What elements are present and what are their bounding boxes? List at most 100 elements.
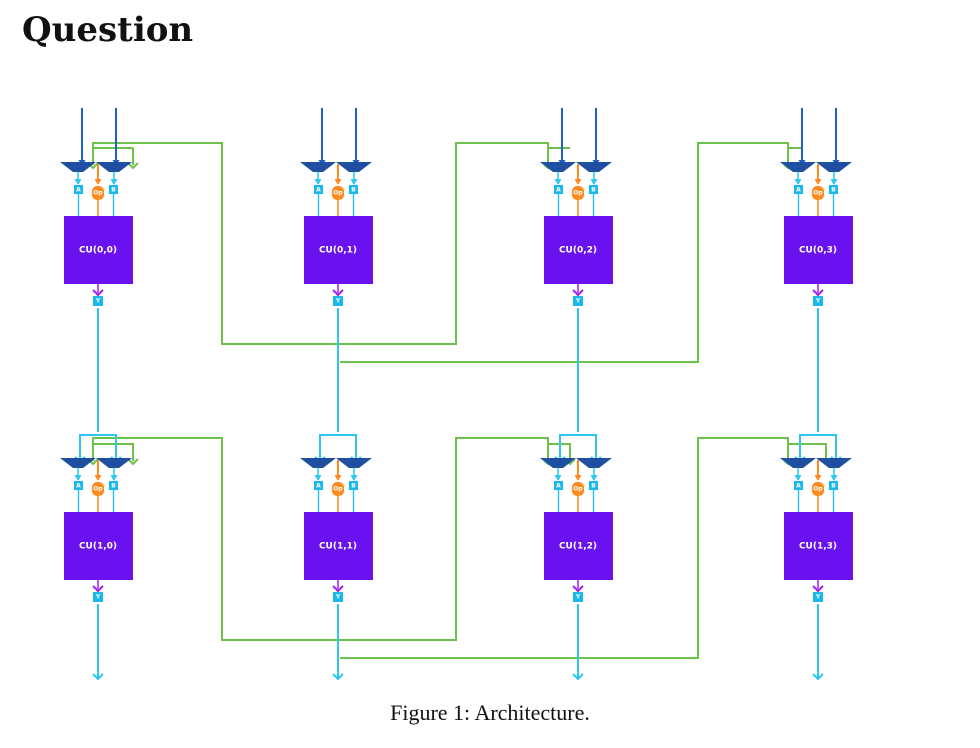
mux-icon	[780, 162, 816, 172]
port-b-label: B	[351, 483, 356, 490]
port-y-label: Y	[95, 594, 101, 601]
port-a-label: A	[76, 483, 81, 490]
port-b-label: B	[351, 187, 356, 194]
mux-icon	[576, 162, 612, 172]
port-y-label: Y	[335, 594, 341, 601]
port-y-label: Y	[815, 594, 821, 601]
output-split-wire	[559, 434, 597, 462]
compute-unit-label: CU(0,1)	[319, 246, 357, 256]
compute-unit-label: CU(0,3)	[799, 246, 837, 256]
port-b-label: B	[111, 483, 116, 490]
port-a	[554, 185, 563, 194]
port-op	[572, 482, 584, 496]
port-op-label: Op	[333, 486, 343, 493]
port-y	[93, 296, 103, 306]
port-y	[333, 296, 343, 306]
output-split-wire	[79, 434, 117, 462]
compute-unit	[64, 216, 133, 284]
port-b-label: B	[111, 187, 116, 194]
port-a	[74, 185, 83, 194]
op-input-arrow	[334, 179, 342, 185]
port-op	[92, 482, 104, 496]
mux-output-arrow	[590, 179, 598, 185]
port-y-label: Y	[815, 298, 821, 305]
feedback-wire	[93, 443, 134, 461]
figure-caption: Figure 1: Architecture.	[390, 700, 590, 725]
mux-icon	[576, 458, 612, 468]
port-a	[794, 185, 803, 194]
port-a-label: A	[316, 187, 321, 194]
port-a-label: A	[556, 483, 561, 490]
mux-icon	[816, 162, 852, 172]
compute-unit	[784, 216, 853, 284]
port-a	[554, 481, 563, 490]
port-b	[829, 185, 838, 194]
port-y-label: Y	[575, 594, 581, 601]
mux-icon	[300, 162, 336, 172]
feedback-wire	[548, 443, 571, 461]
output-arrow-icon	[812, 673, 824, 681]
port-op-label: Op	[333, 190, 343, 197]
unit-output-arrow	[332, 585, 344, 593]
compute-unit-label: CU(1,1)	[319, 542, 357, 552]
port-y	[573, 592, 583, 602]
unit-output-arrow	[92, 289, 104, 297]
unit-output-arrow	[92, 585, 104, 593]
mux-output-arrow	[74, 475, 82, 481]
port-b	[349, 185, 358, 194]
port-b-label: B	[831, 187, 836, 194]
port-y	[813, 592, 823, 602]
port-b	[589, 185, 598, 194]
port-b	[829, 481, 838, 490]
compute-unit	[304, 216, 373, 284]
mux-output-arrow	[590, 475, 598, 481]
port-op	[812, 482, 824, 496]
port-op-label: Op	[93, 486, 103, 493]
mux-output-arrow	[554, 475, 562, 481]
port-a	[74, 481, 83, 490]
port-op	[332, 186, 344, 200]
mux-output-arrow	[350, 179, 358, 185]
port-a	[314, 481, 323, 490]
port-a	[794, 481, 803, 490]
port-a-label: A	[316, 483, 321, 490]
output-split-wire	[799, 434, 837, 462]
compute-unit-label: CU(1,0)	[79, 542, 117, 552]
port-a-label: A	[796, 483, 801, 490]
mux-icon	[336, 458, 372, 468]
op-input-arrow	[814, 179, 822, 185]
mux-output-arrow	[314, 179, 322, 185]
compute-unit-label: CU(1,3)	[799, 542, 837, 552]
mux-output-arrow	[110, 179, 118, 185]
port-y	[813, 296, 823, 306]
port-op-label: Op	[93, 190, 103, 197]
port-a-label: A	[796, 187, 801, 194]
mux-icon	[780, 458, 816, 468]
mux-output-arrow	[314, 475, 322, 481]
mux-icon	[60, 458, 96, 468]
mux-icon	[540, 162, 576, 172]
mux-icon	[60, 162, 96, 172]
mux-icon	[96, 162, 132, 172]
port-op-label: Op	[813, 486, 823, 493]
compute-unit-label: CU(1,2)	[559, 542, 597, 552]
compute-unit	[544, 512, 613, 580]
op-input-arrow	[574, 179, 582, 185]
op-input-arrow	[94, 179, 102, 185]
unit-output-arrow	[572, 289, 584, 297]
op-input-arrow	[94, 475, 102, 481]
port-b-label: B	[591, 483, 596, 490]
op-input-arrow	[574, 475, 582, 481]
compute-unit	[64, 512, 133, 580]
port-a-label: A	[76, 187, 81, 194]
mux-icon	[96, 458, 132, 468]
port-b	[349, 481, 358, 490]
mux-output-arrow	[794, 475, 802, 481]
page-heading: Question	[22, 10, 194, 50]
feedback-arrow	[127, 458, 139, 466]
port-b-label: B	[831, 483, 836, 490]
mux-output-arrow	[74, 179, 82, 185]
mux-output-arrow	[830, 475, 838, 481]
port-op-label: Op	[573, 190, 583, 197]
compute-unit-label: CU(0,2)	[559, 246, 597, 256]
